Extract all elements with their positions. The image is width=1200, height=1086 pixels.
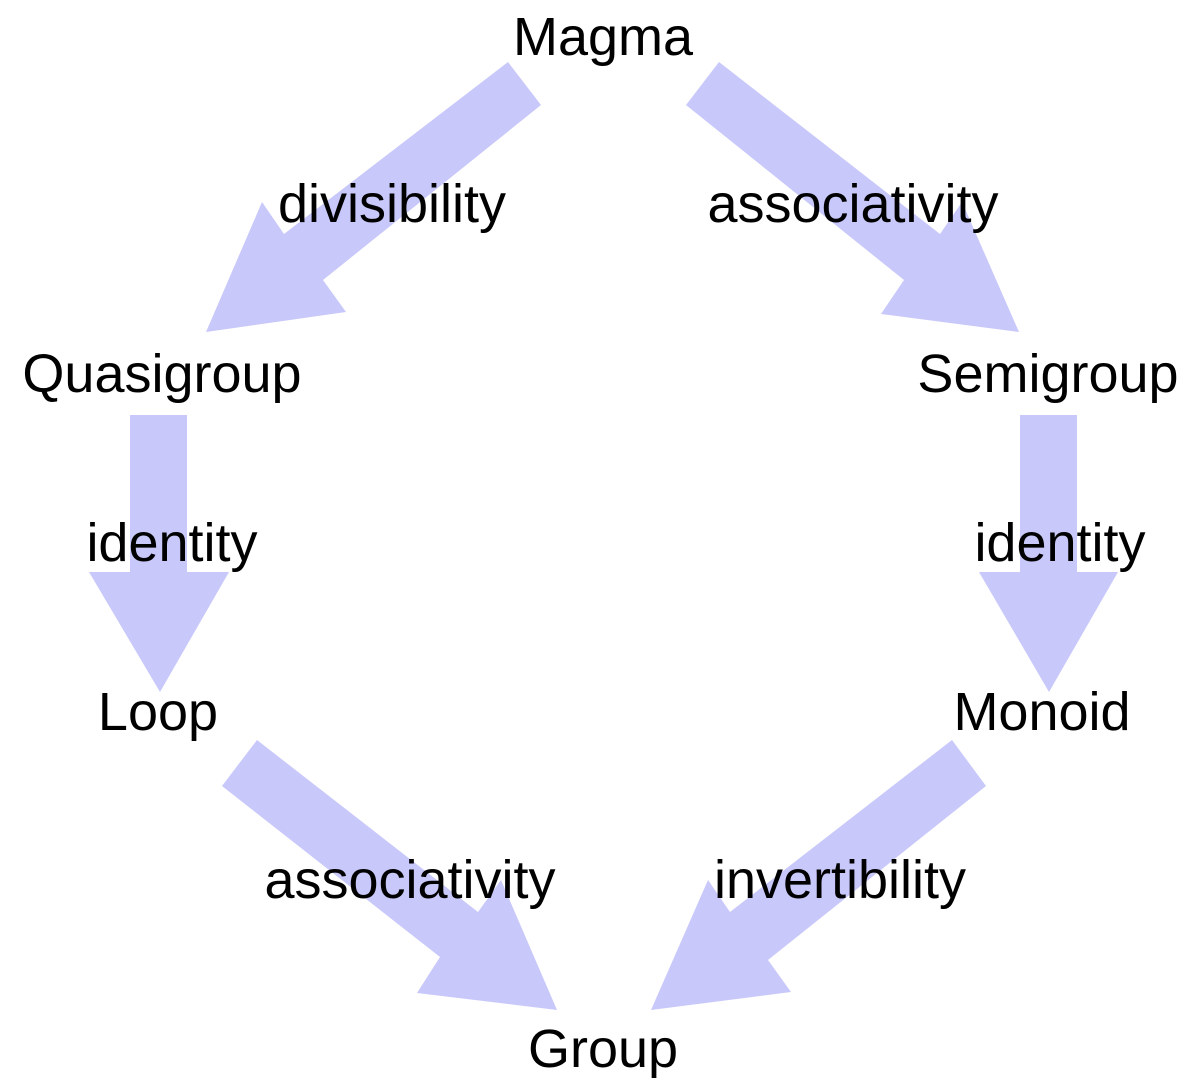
edge-label-associativity-top: associativity <box>707 174 998 234</box>
arrow-semigroup-to-monoid <box>979 415 1118 692</box>
edge-label-divisibility: divisibility <box>278 174 506 234</box>
edge-label-invertibility: invertibility <box>714 850 966 910</box>
arrow-loop-to-group <box>222 740 557 1010</box>
edge-label-associativity-bottom: associativity <box>264 850 555 910</box>
arrow-magma-to-semigroup <box>686 62 1019 332</box>
edge-label-identity-right: identity <box>974 513 1145 573</box>
arrow-quasigroup-to-loop <box>89 415 229 692</box>
arrow-magma-to-quasigroup <box>206 62 541 332</box>
node-monoid: Monoid <box>953 682 1130 742</box>
node-quasigroup: Quasigroup <box>22 344 301 404</box>
edge-label-identity-left: identity <box>86 513 257 573</box>
node-semigroup: Semigroup <box>917 344 1178 404</box>
node-group: Group <box>528 1019 678 1079</box>
arrow-monoid-to-group <box>651 740 986 1010</box>
node-magma: Magma <box>513 7 694 67</box>
node-loop: Loop <box>98 682 218 742</box>
